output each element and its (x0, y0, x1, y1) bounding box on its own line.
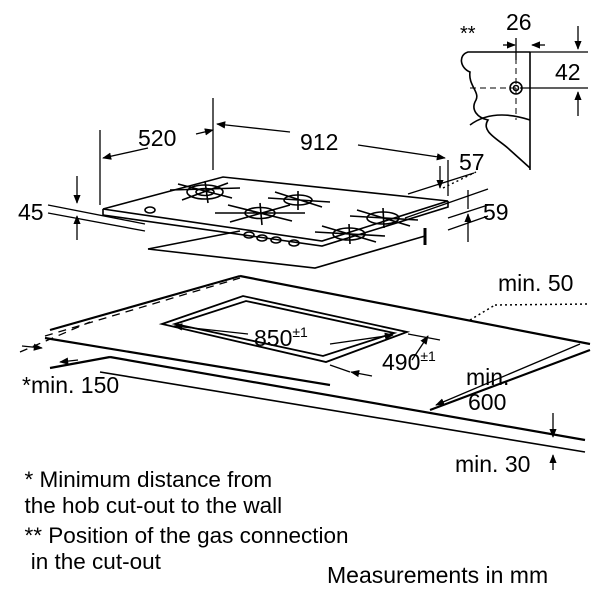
burner-rear (267, 191, 331, 210)
clearance-dimension-lines (21, 303, 591, 470)
control-knobs (144, 206, 300, 247)
worktop (44, 274, 591, 453)
clearance-bottom: min. 30 (455, 451, 530, 477)
footnote-line: Minimum distance from (39, 467, 273, 492)
gas-connection-marker: ** (460, 23, 476, 45)
cutout-opening (158, 295, 411, 363)
dim-gas-conn-y: 42 (555, 59, 581, 85)
hob-drawing (102, 176, 449, 269)
clearance-front-value: 600 (468, 389, 506, 415)
dim-cutout-width: 850±1 (254, 324, 308, 351)
dim-hob-depth: 520 (138, 125, 176, 151)
clearance-rear: min. 50 (498, 270, 573, 296)
footnote-marker: * (24, 467, 34, 492)
dim-right-offset-top: 57 (459, 149, 485, 175)
hob-front-edge (102, 201, 449, 247)
dim-gas-conn-x: 26 (506, 9, 532, 35)
footnote-gas-connection: ** Position of the gas connection in the… (12, 497, 349, 575)
footnote-line: Position of the gas connection (48, 523, 349, 548)
burner-left-front (215, 202, 305, 226)
hob-body (147, 235, 426, 269)
burner-right-front (314, 223, 386, 245)
footnote-marker: ** (24, 523, 43, 548)
dim-hob-width: 912 (300, 129, 338, 155)
burner-wok (169, 180, 241, 204)
burner-right-rear (349, 207, 419, 229)
dim-right-offset-bottom: 59 (483, 199, 509, 225)
gas-connection-detail (460, 51, 536, 170)
gas-connection-dims (503, 26, 588, 116)
footnote-wall-distance: * Minimum distance from the hob cut-out … (12, 441, 283, 519)
clearance-side: *min. 150 (22, 372, 119, 398)
dim-hob-height: 45 (18, 199, 44, 225)
footnote-line: the hob cut-out to the wall (24, 493, 283, 518)
cutout-dimension-lines (173, 323, 441, 378)
hob-dimension-lines (47, 98, 489, 242)
footnote-line: in the cut-out (30, 549, 161, 574)
clearance-front-label: min. (466, 364, 509, 390)
units-note: Measurements in mm (327, 562, 549, 588)
dim-cutout-depth: 490±1 (382, 348, 436, 375)
